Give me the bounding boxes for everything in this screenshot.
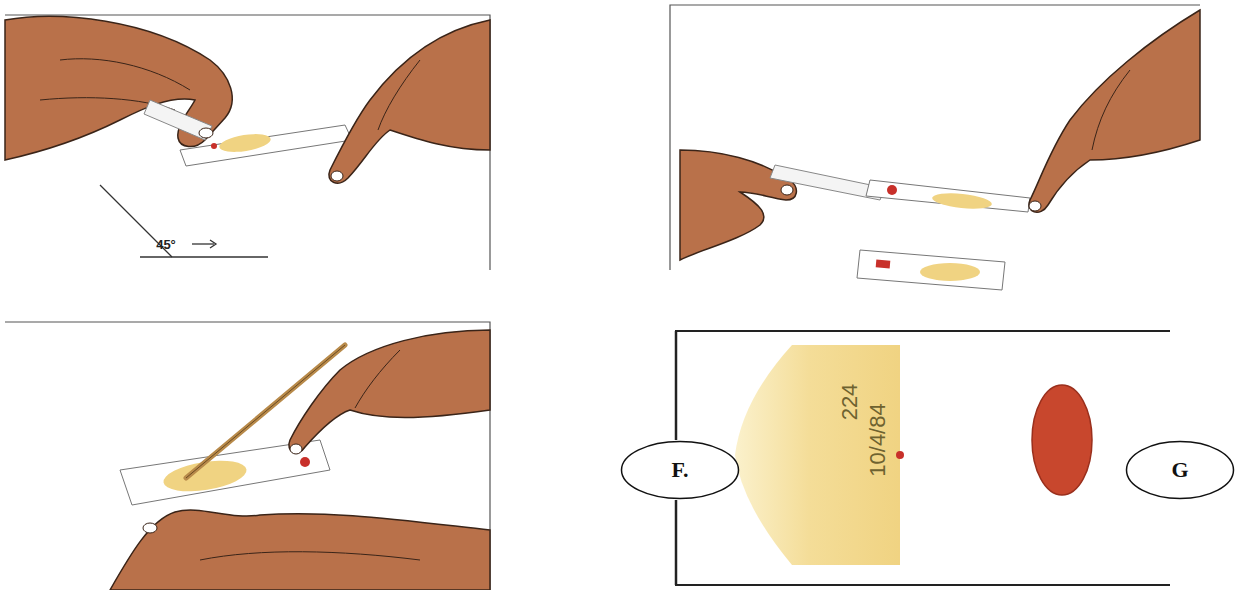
panel-letter: G: [1171, 457, 1188, 483]
panel-frames: [5, 5, 1200, 590]
angle-label: 45°: [156, 238, 176, 251]
slide-closeup: [675, 331, 1170, 585]
panel-drying: [680, 10, 1200, 290]
panel-letter: F.: [672, 457, 689, 483]
panel-spreading: [5, 16, 490, 257]
slide-marking: 224: [839, 384, 861, 421]
slide-marking: 10/4/84: [867, 403, 889, 476]
panel-labelling: [110, 330, 490, 590]
label-ellipse: F.: [620, 440, 740, 500]
label-ellipse: G: [1125, 440, 1235, 500]
